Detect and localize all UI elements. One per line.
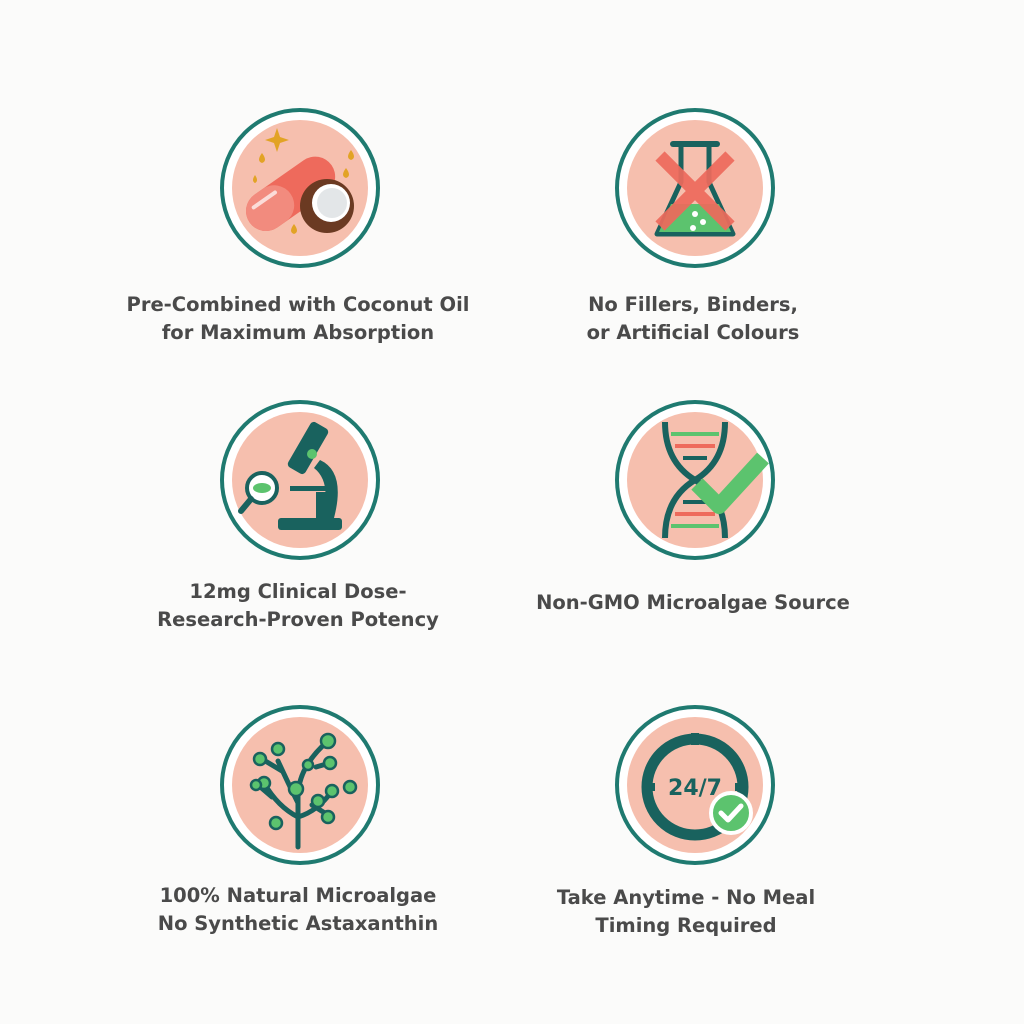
capsule-coconut-icon [220, 108, 380, 268]
caption-line: 100% Natural Microalgae [159, 884, 437, 907]
microscope-icon [220, 400, 380, 560]
clock-24-7-icon: 24/7 [615, 705, 775, 865]
feature-caption-natural-microalgae: 100% Natural Microalgae No Synthetic Ast… [88, 882, 508, 938]
caption-line: No Fillers, Binders, [588, 293, 798, 316]
caption-line: Research-Proven Potency [157, 608, 439, 631]
clock-label: 24/7 [668, 776, 722, 801]
feature-caption-coconut-oil: Pre-Combined with Coconut Oil for Maximu… [88, 291, 508, 347]
feature-caption-non-gmo: Non-GMO Microalgae Source [483, 589, 903, 617]
caption-line: 12mg Clinical Dose- [189, 580, 407, 603]
crossed-flask-icon [615, 108, 775, 268]
caption-line: Non-GMO Microalgae Source [536, 591, 850, 614]
caption-line: Timing Required [595, 914, 777, 937]
feature-caption-no-fillers: No Fillers, Binders, or Artificial Colou… [483, 291, 903, 347]
caption-line: Pre-Combined with Coconut Oil [126, 293, 470, 316]
caption-line: No Synthetic Astaxanthin [157, 912, 439, 935]
feature-caption-clinical-dose: 12mg Clinical Dose- Research-Proven Pote… [88, 578, 508, 634]
microalgae-branch-icon [220, 705, 380, 865]
dna-check-icon [615, 400, 775, 560]
caption-line: Take Anytime - No Meal [556, 886, 816, 909]
feature-caption-take-anytime: Take Anytime - No Meal Timing Required [476, 884, 896, 940]
caption-line: or Artificial Colours [586, 321, 800, 344]
caption-line: for Maximum Absorption [161, 321, 435, 344]
